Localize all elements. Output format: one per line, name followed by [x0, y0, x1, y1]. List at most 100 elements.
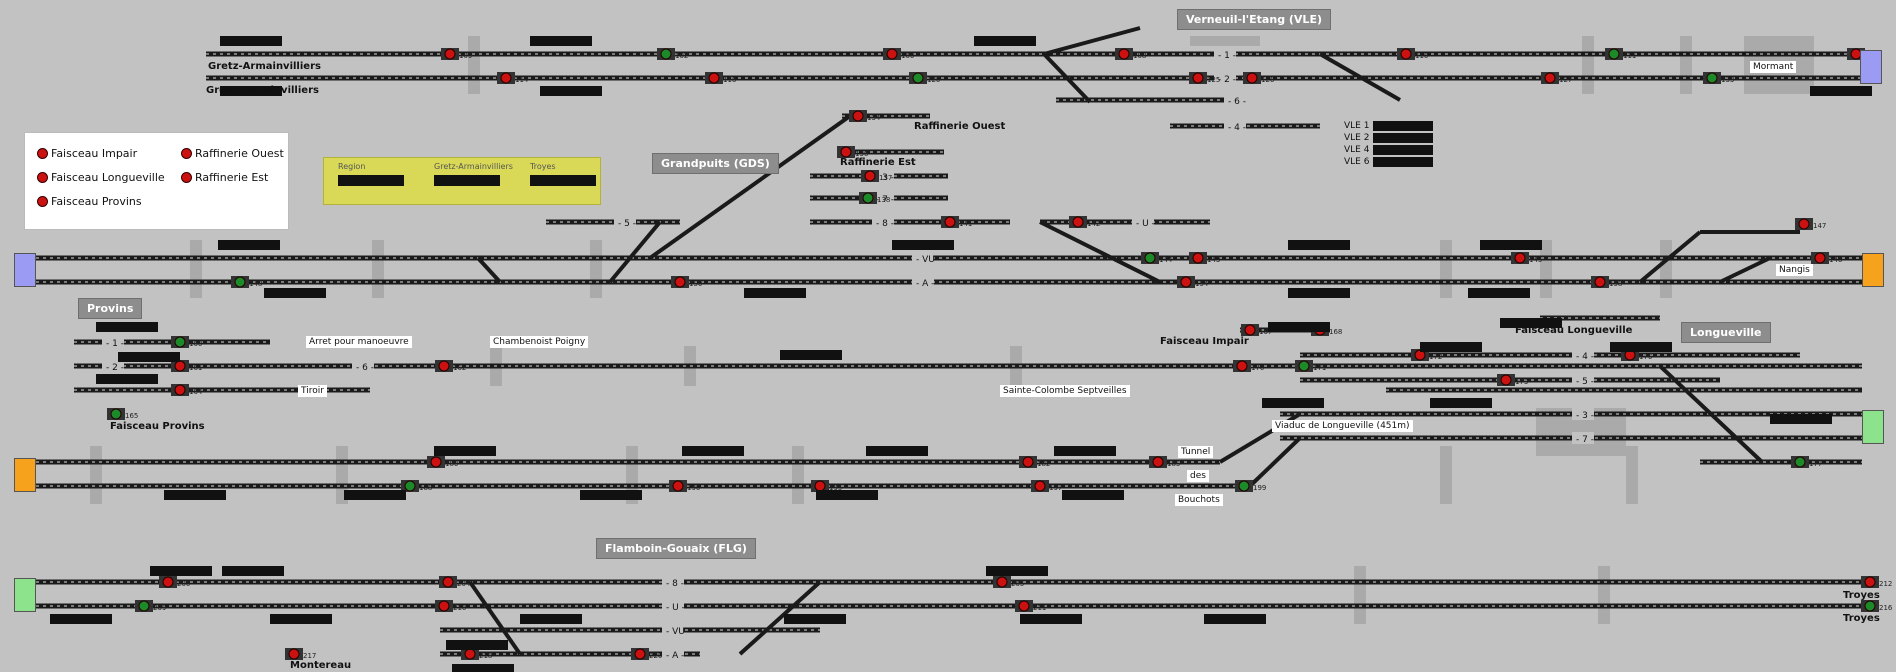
signal-light-icon[interactable] — [886, 48, 898, 60]
signal-light-icon[interactable] — [814, 480, 826, 492]
edge-terminal-gretz[interactable] — [1860, 50, 1882, 84]
route-display[interactable] — [892, 240, 954, 250]
station-provins[interactable]: Provins — [78, 298, 143, 319]
signal-light-icon[interactable] — [138, 600, 150, 612]
route-display[interactable] — [816, 490, 878, 500]
route-display[interactable] — [218, 240, 280, 250]
route-display[interactable] — [974, 36, 1036, 46]
route-display[interactable] — [520, 614, 582, 624]
signal-light-icon[interactable] — [464, 648, 476, 660]
track-crossover[interactable] — [1248, 436, 1302, 488]
signal-light-icon[interactable] — [660, 48, 672, 60]
track-crossover[interactable] — [1043, 26, 1141, 56]
route-display[interactable] — [1420, 342, 1482, 352]
track-crossover[interactable] — [1042, 52, 1092, 104]
signal-light-icon[interactable] — [438, 600, 450, 612]
track-crossover[interactable] — [1658, 364, 1764, 464]
track-crossover[interactable] — [1039, 220, 1161, 284]
signal-light-icon[interactable] — [674, 276, 686, 288]
track-crossover[interactable] — [476, 256, 502, 284]
track-segment[interactable] — [36, 483, 1250, 489]
legend-item-faisceau-longueville[interactable]: Faisceau Longueville — [37, 171, 165, 184]
track-segment[interactable] — [1700, 459, 1862, 465]
signal-light-icon[interactable] — [1192, 72, 1204, 84]
edge-terminal-nangis[interactable] — [1862, 253, 1884, 287]
route-display[interactable] — [744, 288, 806, 298]
route-display[interactable] — [1468, 288, 1530, 298]
track-crossover[interactable] — [738, 580, 822, 656]
edge-terminal-provins[interactable] — [14, 458, 36, 492]
route-display[interactable] — [1288, 240, 1350, 250]
signal-light-icon[interactable] — [1144, 252, 1156, 264]
signal-light-icon[interactable] — [864, 170, 876, 182]
route-display[interactable] — [96, 322, 158, 332]
signal-light-icon[interactable] — [862, 192, 874, 204]
signal-light-icon[interactable] — [1814, 252, 1826, 264]
route-display[interactable] — [270, 614, 332, 624]
track-crossover[interactable] — [648, 114, 852, 260]
signal-light-icon[interactable] — [1594, 276, 1606, 288]
signal-light-icon[interactable] — [162, 576, 174, 588]
route-display[interactable] — [446, 640, 508, 650]
track-segment[interactable] — [546, 219, 680, 225]
route-display[interactable] — [220, 86, 282, 96]
signal-light-icon[interactable] — [672, 480, 684, 492]
vle-track-row[interactable]: VLE 2 — [1344, 132, 1434, 144]
signal-light-icon[interactable] — [1864, 576, 1876, 588]
vle-track-row[interactable]: VLE 1 — [1344, 120, 1434, 132]
track-segment[interactable] — [74, 363, 1862, 369]
signal-light-icon[interactable] — [1192, 252, 1204, 264]
track-crossover[interactable] — [1719, 256, 1771, 284]
signal-light-icon[interactable] — [234, 276, 246, 288]
signal-light-icon[interactable] — [852, 110, 864, 122]
station-flg[interactable]: Flamboin-Gouaix (FLG) — [596, 538, 756, 559]
route-display[interactable] — [264, 288, 326, 298]
legend-item-faisceau-impair[interactable]: Faisceau Impair — [37, 147, 137, 160]
route-display[interactable] — [344, 490, 406, 500]
edge-terminal-longueville[interactable] — [1862, 410, 1884, 444]
signal-light-icon[interactable] — [1864, 600, 1876, 612]
route-display[interactable] — [1268, 322, 1330, 332]
station-vle[interactable]: Verneuil-l'Etang (VLE) — [1177, 9, 1331, 30]
route-display[interactable] — [784, 614, 846, 624]
route-display[interactable] — [1500, 318, 1562, 328]
track-crossover[interactable] — [608, 220, 662, 284]
signal-light-icon[interactable] — [430, 456, 442, 468]
signal-light-icon[interactable] — [444, 48, 456, 60]
route-display[interactable] — [580, 490, 642, 500]
track-segment[interactable] — [1280, 411, 1862, 417]
track-segment[interactable] — [1540, 315, 1660, 321]
route-display[interactable] — [1054, 446, 1116, 456]
signal-light-icon[interactable] — [1500, 374, 1512, 386]
route-display[interactable] — [452, 664, 514, 672]
signal-light-icon[interactable] — [1246, 72, 1258, 84]
route-display[interactable] — [530, 36, 592, 46]
station-gds[interactable]: Grandpuits (GDS) — [652, 153, 779, 174]
route-display[interactable] — [50, 614, 112, 624]
signal-light-icon[interactable] — [500, 72, 512, 84]
signal-light-icon[interactable] — [1238, 480, 1250, 492]
signal-light-icon[interactable] — [634, 648, 646, 660]
signal-light-icon[interactable] — [288, 648, 300, 660]
route-display[interactable] — [164, 490, 226, 500]
edge-terminal-left-main[interactable] — [14, 253, 36, 287]
signal-light-icon[interactable] — [110, 408, 122, 420]
signal-light-icon[interactable] — [996, 576, 1008, 588]
signal-light-icon[interactable] — [840, 146, 852, 158]
edge-terminal-flg[interactable] — [14, 578, 36, 612]
route-display[interactable] — [434, 446, 496, 456]
track-segment[interactable] — [36, 459, 1220, 465]
signal-light-icon[interactable] — [944, 216, 956, 228]
signal-light-icon[interactable] — [1514, 252, 1526, 264]
route-display[interactable] — [1204, 614, 1266, 624]
route-display[interactable] — [1810, 86, 1872, 96]
track-segment[interactable] — [440, 651, 700, 657]
signal-light-icon[interactable] — [1608, 48, 1620, 60]
signal-light-icon[interactable] — [1244, 324, 1256, 336]
signal-light-icon[interactable] — [1298, 360, 1310, 372]
vle-track-row[interactable]: VLE 6 — [1344, 156, 1434, 168]
route-display[interactable] — [220, 36, 282, 46]
signal-light-icon[interactable] — [1072, 216, 1084, 228]
track-crossover[interactable] — [1638, 230, 1702, 284]
route-display[interactable] — [866, 446, 928, 456]
